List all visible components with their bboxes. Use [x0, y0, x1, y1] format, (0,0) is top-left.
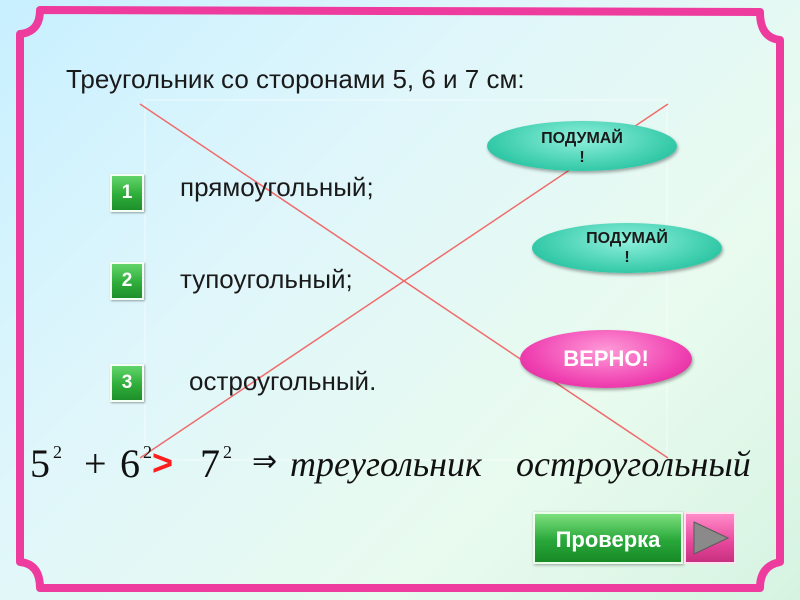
option-text-3[interactable]: остроугольный. — [189, 366, 377, 396]
formula-exp-b: 2 — [143, 442, 152, 462]
check-button[interactable]: Проверка — [533, 512, 683, 564]
formula-c: 7 — [200, 441, 220, 486]
feedback-text-2: ПОДУМАЙ ! — [586, 230, 668, 266]
feedback-text-1: ПОДУМАЙ ! — [541, 130, 623, 166]
formula-gt: > — [152, 442, 174, 483]
feedback-bubble-3: ВЕРНО! — [520, 330, 692, 388]
option-text-1[interactable]: прямоугольный; — [180, 172, 374, 202]
formula-a: 5 — [30, 441, 50, 486]
option-text-2[interactable]: тупоугольный; — [180, 264, 353, 294]
option-number-2[interactable]: 2 — [110, 262, 144, 300]
formula-conclusion-2: остроугольный — [516, 444, 751, 484]
formula-plus: + — [84, 441, 107, 486]
formula-exp-c: 2 — [223, 442, 232, 462]
next-arrow-button[interactable] — [684, 512, 736, 564]
option-number-3[interactable]: 3 — [110, 364, 144, 402]
formula-conclusion-1: треугольник — [290, 444, 482, 484]
feedback-bubble-2: ПОДУМАЙ ! — [532, 223, 722, 273]
feedback-text-3: ВЕРНО! — [563, 346, 649, 371]
option-number-1[interactable]: 1 — [110, 174, 144, 212]
play-arrow-icon — [693, 521, 730, 555]
formula-implies: ⇒ — [252, 444, 278, 479]
question-title: Треугольник со сторонами 5, 6 и 7 см: — [66, 64, 525, 94]
feedback-bubble-1: ПОДУМАЙ ! — [487, 121, 677, 171]
formula-b: 6 — [120, 441, 140, 486]
formula-exp-a: 2 — [53, 442, 62, 462]
